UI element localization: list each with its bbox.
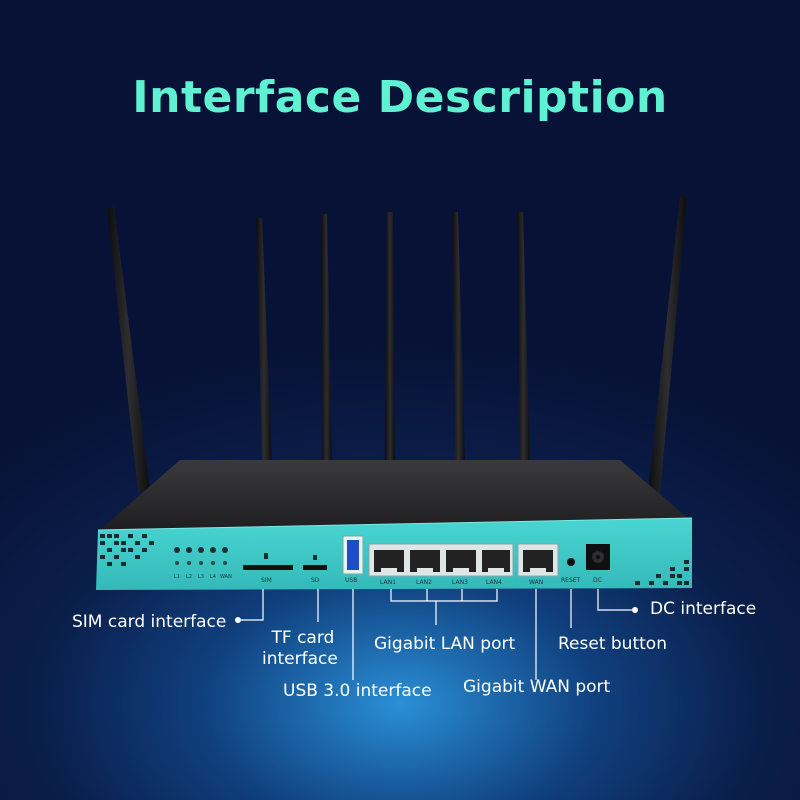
antennas xyxy=(107,196,687,494)
sim-callout-dot xyxy=(235,617,241,623)
led-label-l2: L2 xyxy=(186,574,192,580)
antenna-6 xyxy=(517,212,530,462)
status-leds: L1 L2 L3 L4 WAN xyxy=(174,547,232,580)
reset-port-label: RESET xyxy=(561,577,581,584)
led-label-l4: L4 xyxy=(210,574,216,580)
sd-slot xyxy=(303,565,327,570)
led-label-l1: L1 xyxy=(174,574,180,580)
antenna-3 xyxy=(321,214,332,462)
antenna-1 xyxy=(107,206,150,492)
panel-pattern-right xyxy=(635,560,689,585)
tf-card-line2: interface xyxy=(262,649,338,669)
gigabit-wan-port-label: Gigabit WAN port xyxy=(463,677,611,697)
sim-slot xyxy=(243,565,293,570)
sd-port-label: SD xyxy=(311,577,320,584)
panel-pattern-left xyxy=(100,534,154,566)
reset-button-hole xyxy=(567,558,575,566)
tf-card-interface-label: TF card interface xyxy=(262,628,338,670)
wan-port-label: WAN xyxy=(529,579,543,586)
dc-callout-line xyxy=(597,589,632,611)
usb-port-label: USB xyxy=(345,577,357,584)
antenna-7 xyxy=(648,196,687,494)
dc-interface-label: DC interface xyxy=(650,599,757,619)
dc-port-label: DC xyxy=(593,577,602,584)
gigabit-lan-port-label: Gigabit LAN port xyxy=(374,634,516,654)
led-label-wan: WAN xyxy=(220,574,232,580)
reset-button-label: Reset button xyxy=(558,634,667,654)
lan2-label: LAN2 xyxy=(416,579,432,586)
lan1-label: LAN1 xyxy=(380,579,396,586)
sim-port-label: SIM xyxy=(261,577,272,584)
router-top xyxy=(100,460,690,530)
lan3-label: LAN3 xyxy=(452,579,468,586)
tf-card-line1: TF card xyxy=(271,628,335,648)
callout-lines xyxy=(238,589,632,680)
lan4-label: LAN4 xyxy=(486,579,502,586)
sim-card-interface-label: SIM card interface xyxy=(72,612,227,632)
antenna-2 xyxy=(256,218,272,462)
usb-interface-label: USB 3.0 interface xyxy=(283,681,432,701)
page-title: Interface Description xyxy=(132,72,668,123)
antenna-5 xyxy=(452,212,465,462)
led-label-l3: L3 xyxy=(198,574,204,580)
dc-callout-dot xyxy=(632,607,638,613)
sim-callout-line xyxy=(238,589,264,621)
antenna-4 xyxy=(385,212,395,462)
lan-callout-line xyxy=(390,589,498,602)
